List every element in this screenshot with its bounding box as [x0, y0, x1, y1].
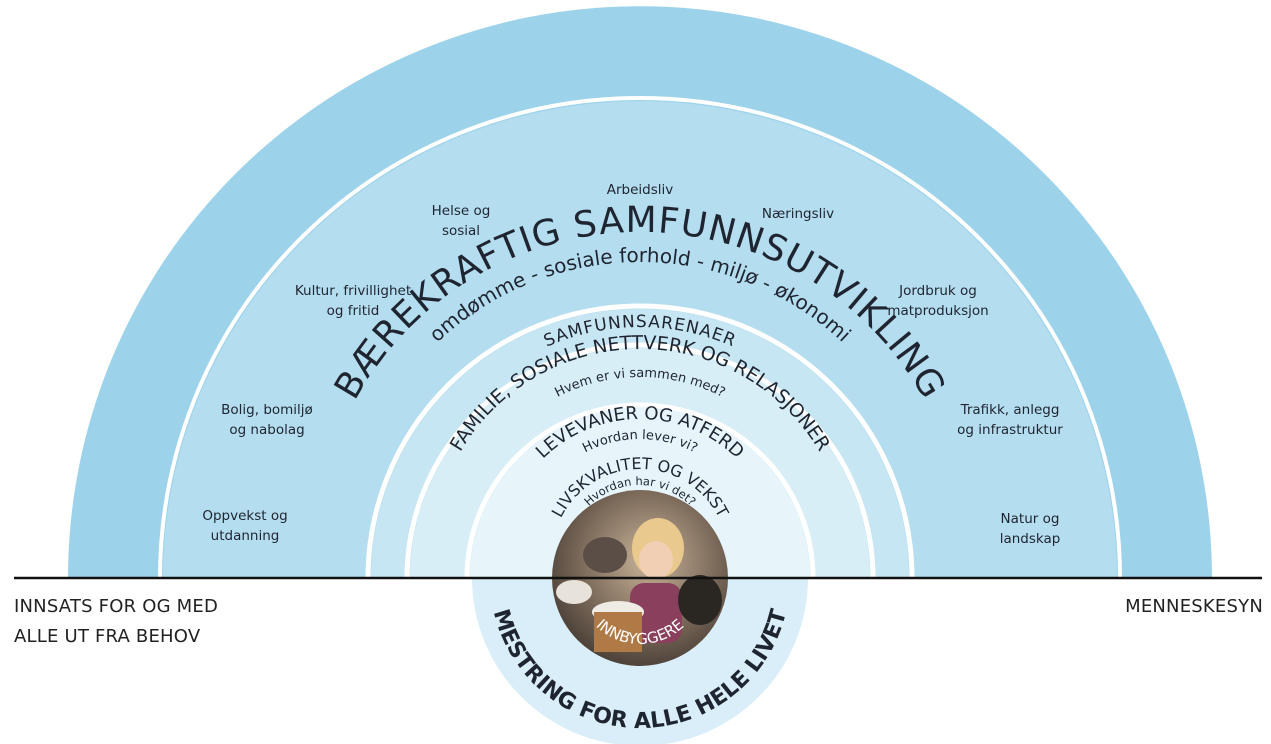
arena-label: Næringsliv [762, 206, 834, 222]
arena-label-line: landskap [1000, 531, 1061, 547]
arena-labels: Oppvekst og utdanning Bolig, bomiljø og nab… [202, 182, 1063, 547]
arena-label-line: og nabolag [229, 422, 304, 438]
ring-outer-border [158, 96, 1122, 579]
ring-habits-border [464, 402, 816, 579]
arena-label-line: Trafikk, anlegg [960, 402, 1060, 418]
corner-left-line1: INNSATS FOR OG MED [14, 596, 219, 617]
arena-label-line: Arbeidsliv [607, 182, 674, 198]
arena-label-line: og infrastruktur [957, 422, 1063, 438]
corner-right: MENNESKESYN [1125, 596, 1263, 617]
ring-arenas-border [365, 303, 915, 579]
arena-label-line: Helse og [432, 203, 491, 219]
ring-family-border [404, 342, 876, 579]
corner-left: INNSATS FOR OG MED ALLE UT FRA BEHOV [14, 592, 218, 652]
arena-label-line: Natur og [1001, 511, 1060, 527]
arena-label: Arbeidsliv [607, 182, 674, 198]
arena-label-line: utdanning [211, 528, 280, 544]
arena-label-line: Jordbruk og [898, 283, 977, 299]
arena-label: Oppvekst og utdanning [202, 508, 287, 544]
arena-label-line: Oppvekst og [202, 508, 287, 524]
arena-label-line: matproduksjon [887, 303, 988, 319]
arena-label-line: Næringsliv [762, 206, 834, 222]
arena-label: Jordbruk og matproduksjon [887, 283, 988, 319]
arena-label: Natur og landskap [1000, 511, 1061, 547]
arena-label: Bolig, bomiljø og nabolag [221, 402, 313, 438]
arena-label: Kultur, frivillighet og fritid [295, 283, 411, 319]
arena-label-line: Kultur, frivillighet [295, 283, 411, 299]
arena-label-line: Bolig, bomiljø [221, 402, 313, 418]
arena-label-line: og fritid [327, 303, 380, 319]
arena-label: Helse og sosial [432, 203, 491, 239]
arena-label: Trafikk, anlegg og infrastruktur [957, 402, 1063, 438]
corner-left-line2: ALLE UT FRA BEHOV [14, 626, 201, 647]
arena-label-line: sosial [442, 223, 480, 239]
